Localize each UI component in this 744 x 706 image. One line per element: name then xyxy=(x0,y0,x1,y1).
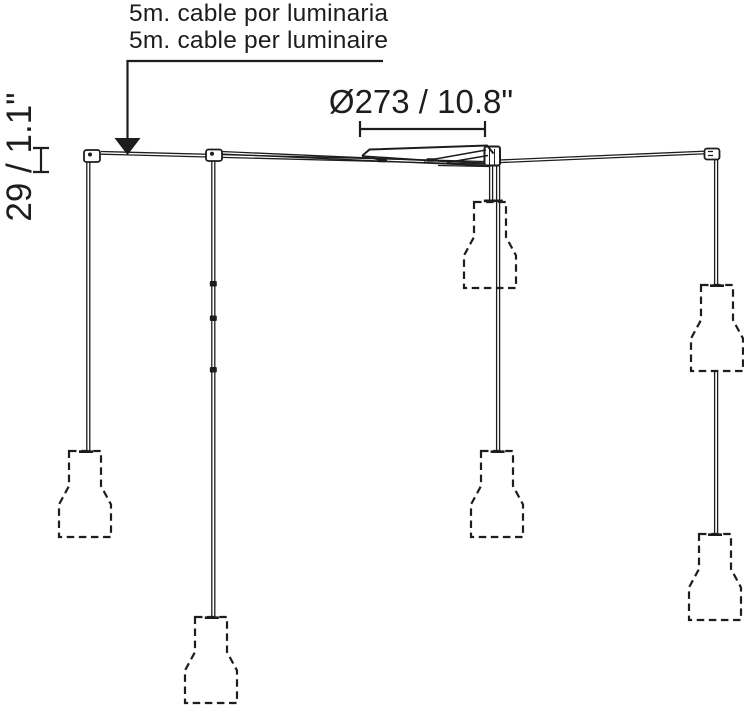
right-cable-upper xyxy=(713,159,719,285)
height-dimension-label: 29 / 1.1" xyxy=(0,92,39,221)
cable-note-line-2: 5m. cable per luminaire xyxy=(129,27,388,54)
right-cable-lower xyxy=(713,371,719,534)
canopy-outline xyxy=(361,144,495,157)
diameter-dimension-label: Ø273 / 10.8" xyxy=(329,83,513,120)
right-arm-rod xyxy=(498,150,710,164)
canopy-cable-fitting xyxy=(483,145,501,167)
center-cable-short xyxy=(488,166,494,200)
pendant-outline-right-lower xyxy=(687,532,743,622)
right-elbow-joint xyxy=(703,147,721,161)
note-leader-line xyxy=(126,59,383,140)
rod-connector-1 xyxy=(377,158,387,163)
pendant-outline-left xyxy=(57,449,113,539)
note-arrow-head xyxy=(114,138,141,155)
left-cable xyxy=(86,162,91,451)
mid-elbow-joint xyxy=(205,148,223,162)
left-arm-rod xyxy=(100,150,485,165)
rod-connector-2 xyxy=(426,158,436,162)
height-dim-line xyxy=(33,146,49,174)
left-elbow-screw xyxy=(88,152,92,157)
canopy-underside-line xyxy=(437,164,490,168)
pendant-outline-right-upper xyxy=(689,283,744,373)
mid-cable-connectors xyxy=(209,281,217,373)
cable-end-ticks xyxy=(79,199,724,619)
pendant-outline-center-lower xyxy=(469,449,525,539)
center-cable-long xyxy=(495,166,501,451)
left-elbow-joint xyxy=(83,149,101,163)
diameter-dim-line xyxy=(358,121,487,137)
pendant-outline-mid-bottom xyxy=(183,615,239,705)
mid-cable xyxy=(211,161,216,617)
mid-elbow-screw xyxy=(210,151,214,156)
cable-note-line-1: 5m. cable por luminaria xyxy=(129,0,388,27)
canopy-cable-fitting-detail xyxy=(489,149,495,165)
pendant-outline-center-upper xyxy=(462,200,518,290)
canopy-strut-2 xyxy=(446,154,489,164)
right-elbow-detail xyxy=(708,150,713,157)
